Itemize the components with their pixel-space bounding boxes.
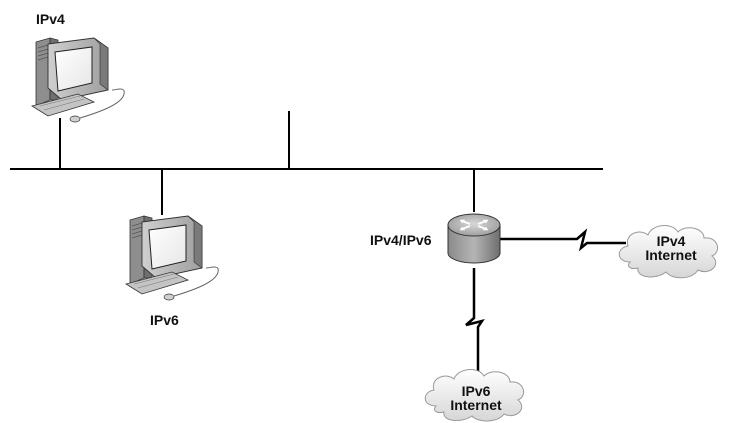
router-label: IPv4/IPv6 [370,232,432,248]
lan-bus [10,111,603,215]
cloud-ipv4-label-line2: Internet [645,247,697,263]
computer-ipv6-icon [126,216,218,300]
router-icon [448,214,500,263]
computer-ipv4-icon [32,38,124,122]
pc-ipv4-label: IPv4 [36,11,65,27]
serial-link-ipv4 [500,232,626,248]
serial-link-ipv6 [466,268,482,380]
pc-ipv6-label: IPv6 [150,312,179,328]
cloud-ipv6-label-line2: Internet [450,397,502,413]
